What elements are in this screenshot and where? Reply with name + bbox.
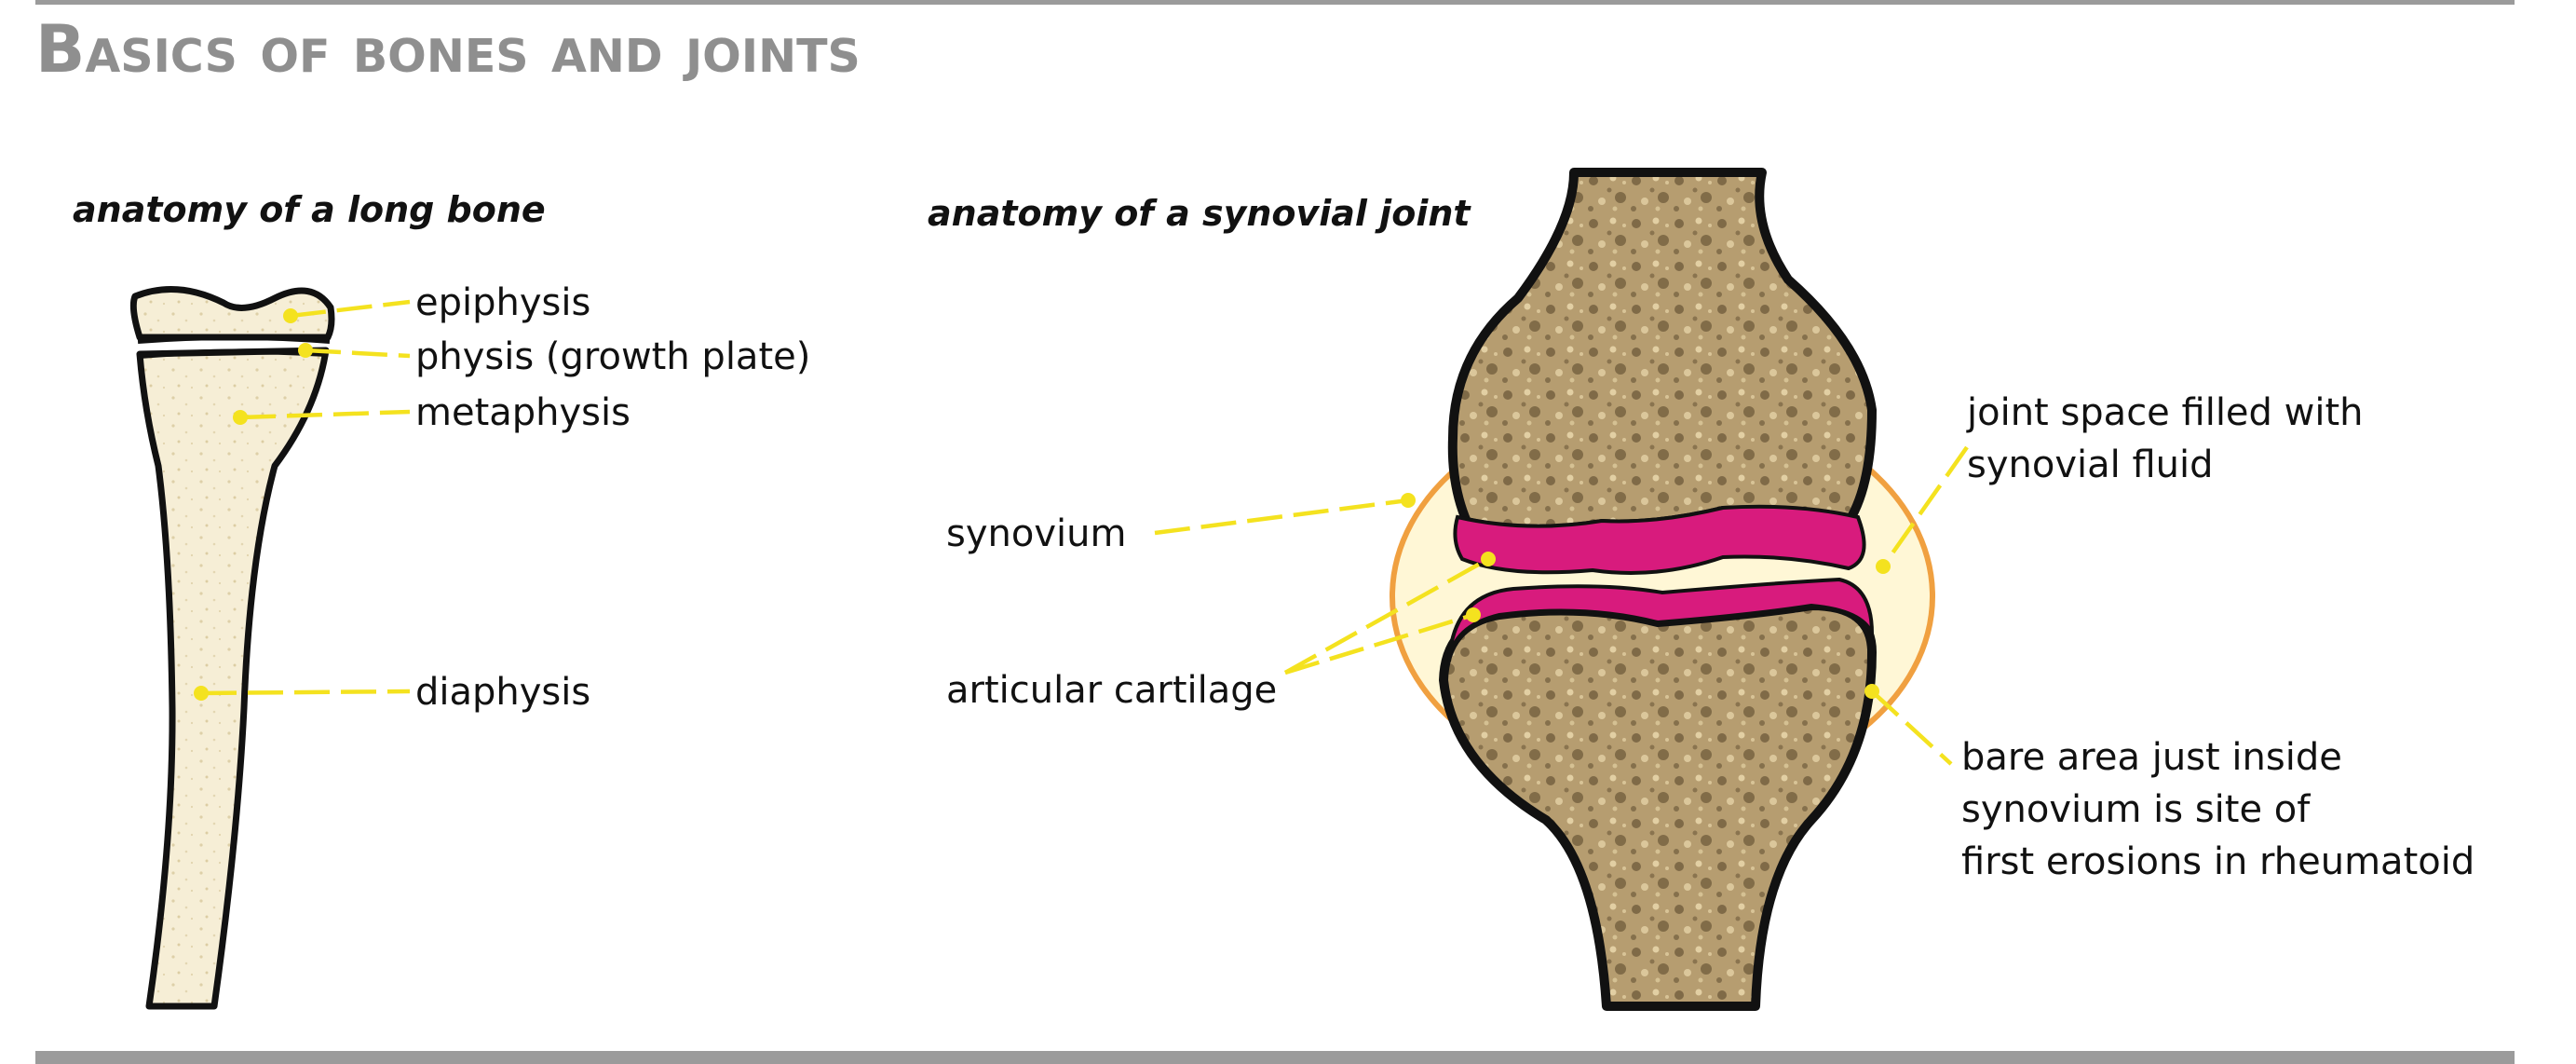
long-bone-leaders <box>194 299 411 701</box>
bottom-rule <box>35 1051 2515 1064</box>
label-synovium: synovium <box>946 512 1126 555</box>
top-rule <box>35 0 2515 5</box>
label-joint-space-line-2: synovial fluid <box>1967 443 2214 486</box>
label-bare-area-line-2: synovium is site of <box>1961 788 2311 831</box>
label-bare-area-line-1: bare area just inside <box>1961 736 2342 779</box>
label-bare-area: bare area just inside synovium is site o… <box>1961 736 2474 883</box>
label-diaphysis: diaphysis <box>415 671 590 714</box>
lower-bone <box>1439 601 1877 1011</box>
long-bone-shaft <box>136 347 330 1010</box>
synovial-joint-subtitle: anatomy of a synovial joint <box>928 193 1471 234</box>
label-epiphysis: epiphysis <box>415 281 590 324</box>
upper-bone <box>1447 168 1877 535</box>
label-metaphysis: metaphysis <box>415 391 630 434</box>
label-joint-space-line-1: joint space filled with <box>1966 391 2364 434</box>
upper-articular-cartilage <box>1453 504 1866 575</box>
label-bare-area-line-3: first erosions in rheumatoid <box>1961 840 2474 883</box>
page-title: Basics of bones and joints <box>35 11 861 88</box>
long-bone-subtitle: anatomy of a long bone <box>73 189 546 230</box>
label-joint-space: joint space filled with synovial fluid <box>1966 391 2375 486</box>
growth-plate-line-1 <box>137 334 331 344</box>
synovial-joint-leaders <box>1154 445 1969 766</box>
label-articular-cartilage: articular cartilage <box>946 669 1277 712</box>
long-bone-epiphysis <box>129 286 335 341</box>
lower-articular-cartilage <box>1447 577 1874 662</box>
label-physis: physis (growth plate) <box>415 335 810 378</box>
long-bone-illustration <box>129 286 335 1010</box>
synovial-joint-illustration <box>1390 168 1935 1011</box>
